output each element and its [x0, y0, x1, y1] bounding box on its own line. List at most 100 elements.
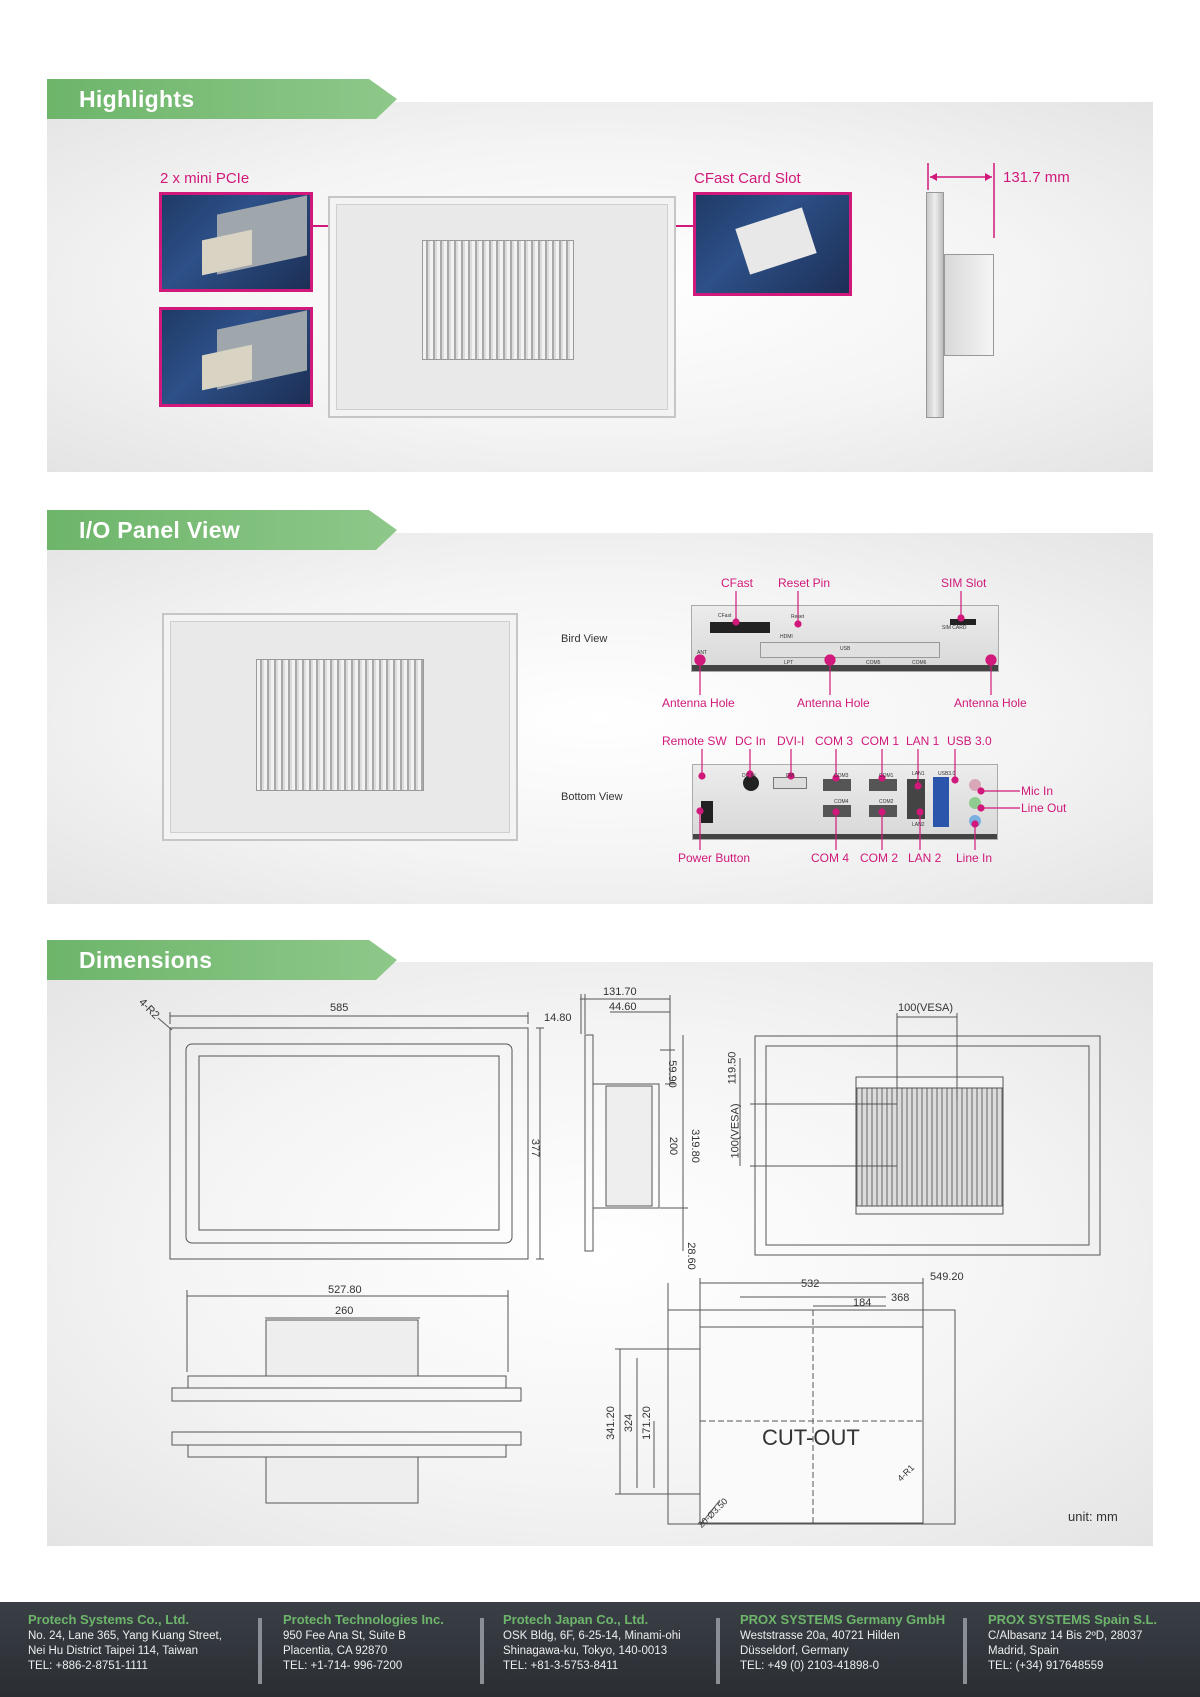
bird-label-reset-pin: Reset Pin	[778, 576, 831, 590]
bird-label-antenna-2: Antenna Hole	[797, 696, 870, 710]
dimension-drawings	[157, 994, 1101, 1526]
footer-phone: TEL: +1-714- 996-7200	[283, 1660, 403, 1672]
footer-phone: TEL: +81-3-5753-8411	[503, 1660, 619, 1672]
dim-cutout-h-inner: 324	[623, 1413, 636, 1433]
footer-address-2: Düsseldorf, Germany	[740, 1645, 849, 1657]
cfast-slot-photo	[693, 192, 852, 296]
mini-pcie-photo-1	[159, 192, 313, 292]
dim-front-height: 377	[529, 1138, 542, 1158]
io-callout-lines	[694, 591, 1020, 850]
dim-side-h2: 200	[667, 1136, 680, 1156]
footer-address-2: Madrid, Spain	[988, 1645, 1059, 1657]
bottom-label-com4: COM 4	[811, 851, 850, 865]
board-mark: COM3	[834, 773, 849, 779]
dim-front-width: 585	[330, 1002, 349, 1014]
footer-address-1: OSK Bldg, 6F, 6-25-14, Minami-ohi	[503, 1630, 681, 1642]
footer-phone: TEL: (+34) 917648559	[988, 1660, 1104, 1672]
footer-address-1: No. 24, Lane 365, Yang Kuang Street,	[28, 1630, 222, 1642]
rear-panel-image	[328, 196, 676, 418]
bird-label-cfast: CFast	[721, 576, 754, 590]
board-mark: ANT	[697, 650, 707, 656]
board-mark: SIM CARD	[942, 625, 967, 631]
footer-company-name: PROX SYSTEMS Germany GmbH	[740, 1612, 946, 1627]
dimensions-title: Dimensions	[79, 947, 213, 973]
side-heatsink	[944, 254, 994, 356]
dim-cutout-w-small: 184	[853, 1297, 872, 1309]
heatsink	[422, 240, 574, 360]
bird-view-image	[691, 605, 999, 672]
dim-side-h3: 319.80	[688, 1129, 701, 1163]
depth-label: 131.7 mm	[1003, 169, 1070, 186]
dim-cutout-w-inner: 532	[801, 1278, 820, 1290]
bottom-label-mic-in: Mic In	[1021, 784, 1054, 798]
dim-cutout-w-outer: 549.20	[930, 1271, 964, 1283]
bottom-label-com2: COM 2	[860, 851, 899, 865]
bottom-label-lan2: LAN 2	[908, 851, 942, 865]
dim-bottom-w2: 260	[335, 1305, 354, 1317]
footer-address-2: Nei Hu District Taipei 114, Taiwan	[28, 1645, 199, 1657]
io-heatsink	[256, 659, 424, 791]
dim-side-d1: 131.70	[603, 986, 637, 998]
footer-japan: Protech Japan Co., Ltd. OSK Bldg, 6F, 6-…	[503, 1612, 681, 1674]
bottom-view-label: Bottom View	[561, 791, 623, 803]
unit-label: unit: mm	[1068, 1509, 1118, 1524]
bottom-label-lan1: LAN 1	[906, 734, 940, 748]
board-mark: COM2	[879, 799, 894, 805]
bird-label-sim-slot: SIM Slot	[941, 576, 987, 590]
footer-taiwan: Protech Systems Co., Ltd. No. 24, Lane 3…	[28, 1612, 222, 1674]
bottom-label-dvi-i: DVI-I	[777, 734, 805, 748]
bird-label-antenna-3: Antenna Hole	[954, 696, 1027, 710]
footer-spain: PROX SYSTEMS Spain S.L. C/Albasanz 14 Bi…	[988, 1612, 1157, 1674]
dim-side-d3: 14.80	[544, 1012, 572, 1024]
board-mark: COM6	[912, 660, 927, 666]
bottom-label-com1: COM 1	[861, 734, 900, 748]
footer: Protech Systems Co., Ltd. No. 24, Lane 3…	[0, 1602, 1200, 1697]
footer-address-2: Placentia, CA 92870	[283, 1645, 388, 1657]
footer-company-name: Protech Technologies Inc.	[283, 1612, 444, 1627]
board-mark: COM5	[866, 660, 881, 666]
dim-cutout-h-half: 171.20	[640, 1406, 653, 1440]
board-mark: COM1	[879, 773, 894, 779]
bottom-label-power-button: Power Button	[678, 851, 751, 865]
io-rear-panel-image	[162, 613, 518, 841]
bottom-label-usb3: USB 3.0	[947, 734, 992, 748]
board-mark: USB3.0	[938, 771, 956, 777]
io-title: I/O Panel View	[79, 517, 241, 543]
bottom-label-dc-in: DC In	[735, 734, 766, 748]
dim-rear-v1: 119.50	[726, 1051, 739, 1085]
footer-separator	[716, 1618, 720, 1684]
dim-side-h1: 59.90	[665, 1060, 678, 1088]
mini-pcie-photo-2	[159, 307, 313, 407]
footer-company-name: Protech Systems Co., Ltd.	[28, 1612, 190, 1627]
board-mark: Reset	[791, 614, 805, 620]
board-mark: COM4	[834, 799, 849, 805]
dim-cutout-w-mid: 368	[891, 1292, 910, 1304]
dim-rear-vesa-h: 100(VESA)	[898, 1002, 954, 1014]
board-mark: LPT	[784, 660, 794, 666]
footer-separator	[480, 1618, 484, 1684]
footer-address-1: 950 Fee Ana St, Suite B	[283, 1630, 406, 1642]
bird-label-antenna-1: Antenna Hole	[662, 696, 735, 710]
io-banner: I/O Panel View	[47, 510, 397, 550]
footer-address-2: Shinagawa-ku, Tokyo, 140-0013	[503, 1645, 668, 1657]
footer-company-name: Protech Japan Co., Ltd.	[503, 1612, 649, 1627]
bottom-label-com3: COM 3	[815, 734, 854, 748]
dimensions-section	[47, 962, 1153, 1546]
bottom-label-line-in: Line In	[956, 851, 993, 865]
bottom-label-remote-sw: Remote SW	[662, 734, 727, 748]
footer-address-1: Weststrasse 20a, 40721 Hilden	[740, 1630, 900, 1642]
dim-rear-vesa-v: 100(VESA)	[729, 1103, 742, 1159]
board-mark: HDMI	[780, 634, 793, 640]
footer-phone: TEL: +886-2-8751-1111	[28, 1660, 148, 1672]
footer-company-name: PROX SYSTEMS Spain S.L.	[988, 1612, 1158, 1627]
board-mark: CFast	[718, 613, 732, 619]
bottom-label-line-out: Line Out	[1021, 801, 1067, 815]
side-view-image	[926, 192, 944, 418]
cutout-label: CUT-OUT	[762, 1425, 860, 1450]
dim-bottom-w1: 527.80	[328, 1284, 362, 1296]
footer-address-1: C/Albasanz 14 Bis 2ºD, 28037	[988, 1630, 1143, 1642]
highlights-title: Highlights	[79, 86, 195, 112]
dimensions-banner: Dimensions	[47, 940, 397, 980]
highlights-banner: Highlights	[47, 79, 397, 119]
bird-view-label: Bird View	[561, 633, 608, 645]
